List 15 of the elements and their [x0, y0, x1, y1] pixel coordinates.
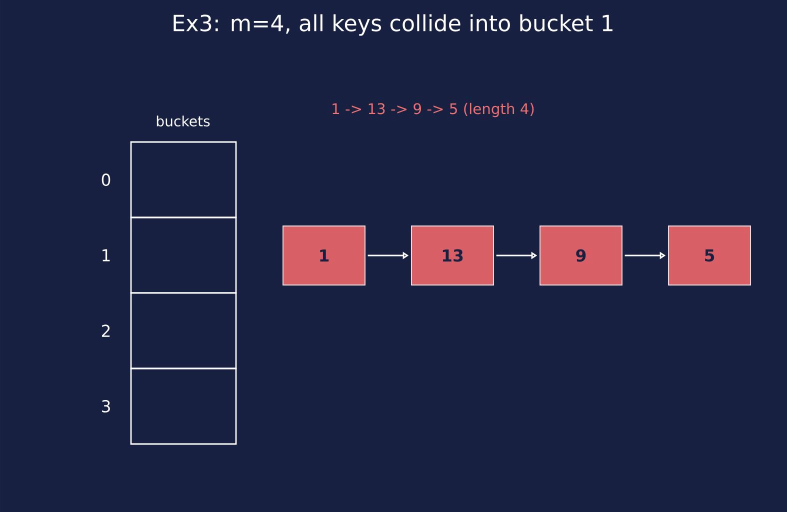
bucket-cell	[130, 292, 237, 370]
bucket-index: 3	[102, 400, 110, 412]
list-node: 9	[540, 226, 622, 286]
list-node: 13	[411, 226, 494, 286]
bucket-cell	[130, 141, 237, 218]
title: Ex3: m=4, all keys collide into bucket 1	[174, 14, 612, 36]
bucket-index: 0	[102, 174, 110, 186]
bucket-cell	[130, 216, 237, 294]
list-node: 1	[282, 226, 366, 286]
bucket-index: 2	[102, 324, 110, 337]
list-node: 5	[668, 226, 751, 286]
chain-summary: 1 -> 13 -> 9 -> 5 (length 4)	[332, 102, 534, 118]
bucket-cell	[130, 368, 237, 445]
column-heading: buckets	[156, 116, 210, 126]
bucket-index: 1	[102, 249, 110, 262]
